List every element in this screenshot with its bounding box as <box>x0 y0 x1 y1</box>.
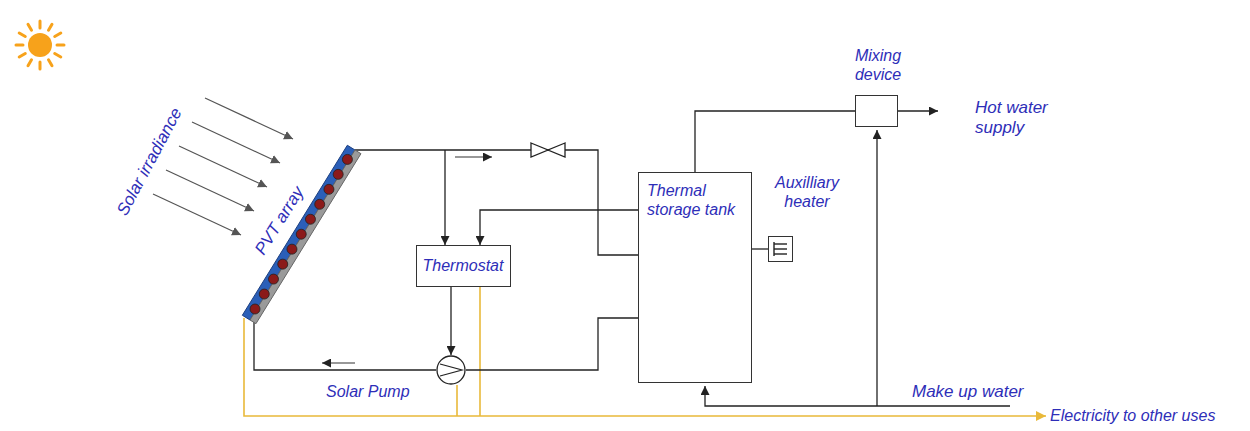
auxiliary-heater: Auxilliary heater <box>768 236 793 262</box>
auxiliary-heater-shape <box>769 237 792 261</box>
heater-element <box>774 253 787 254</box>
sun-icon <box>16 21 64 69</box>
sun-ray <box>49 24 53 30</box>
valve-symbol <box>531 143 565 157</box>
solar-pump-shape <box>436 355 466 385</box>
pipe-connector <box>480 210 638 245</box>
sun-ray <box>55 33 61 37</box>
make-up-water-pipe <box>876 130 877 406</box>
sun-ray <box>19 33 25 37</box>
pump-symbol <box>440 364 462 376</box>
sun-ray <box>28 24 32 30</box>
pipe-connector <box>695 111 855 172</box>
irradiance-label: Solar irradiance <box>113 105 187 220</box>
pvt-glazing <box>242 145 355 320</box>
node-label: Thermostat <box>417 246 510 286</box>
pvt-tube <box>324 184 334 194</box>
solar-pump: Solar Pump <box>436 355 466 385</box>
electric-wire <box>456 385 458 416</box>
thermostat-box: Thermostat <box>416 245 511 287</box>
heater-element <box>774 248 787 249</box>
pvt-panel: PVT array <box>238 145 368 330</box>
pipe-connector <box>444 150 445 245</box>
pipe-connector <box>450 287 451 355</box>
pvt-tube <box>342 154 352 164</box>
sun-ray <box>39 21 42 28</box>
pvt-tube <box>269 274 279 284</box>
sun-ray <box>49 60 53 66</box>
valve-symbol <box>531 143 548 157</box>
electricity-label: Electricity to other uses <box>1050 406 1215 425</box>
pvt-tube <box>315 199 325 209</box>
pvt-tube <box>278 259 288 269</box>
node-label: Thermal storage tank <box>647 181 745 219</box>
sun-ray <box>16 44 23 47</box>
irradiance-arrow <box>166 170 254 211</box>
pipe-connector <box>466 318 638 370</box>
flow-arrow <box>455 156 492 157</box>
pipe-connector <box>752 248 768 249</box>
pvt-tube <box>250 304 260 314</box>
outlet-label: Hot water supply <box>975 98 1067 139</box>
valve-symbol <box>548 143 565 157</box>
pump-symbol <box>437 356 465 384</box>
heater-element <box>774 243 787 244</box>
pipe-connector <box>355 150 638 255</box>
sun-ray <box>57 44 64 47</box>
pvt-tube <box>259 289 269 299</box>
node-label: Auxilliary heater <box>767 173 847 211</box>
sun-ray <box>55 54 61 58</box>
irradiance-arrow <box>192 122 280 163</box>
pvt-tube <box>305 214 315 224</box>
sun-ray <box>39 62 42 69</box>
sun-ray <box>28 60 32 66</box>
mixing-device: Mixing device <box>855 95 898 127</box>
pipe-connector <box>254 317 436 370</box>
inlet-label: Make up water <box>912 382 1024 402</box>
node-label: Mixing device <box>842 46 914 84</box>
heater-element <box>773 242 774 256</box>
pvt-tube <box>333 169 343 179</box>
sun-ray <box>19 54 25 58</box>
electric-wire <box>479 287 481 416</box>
flow-arrow <box>322 362 355 363</box>
pvt-tube <box>296 229 306 239</box>
irradiance-arrow <box>153 194 241 235</box>
pvt-tube <box>287 244 297 254</box>
pvt-backing <box>250 150 361 324</box>
irradiance-arrow <box>205 98 293 139</box>
irradiance-arrow <box>179 146 267 187</box>
sun-icon <box>28 33 52 57</box>
node-label: Solar Pump <box>326 382 410 401</box>
storage-tank: Thermal storage tank <box>638 172 752 383</box>
hot-water-pipe <box>898 110 938 111</box>
